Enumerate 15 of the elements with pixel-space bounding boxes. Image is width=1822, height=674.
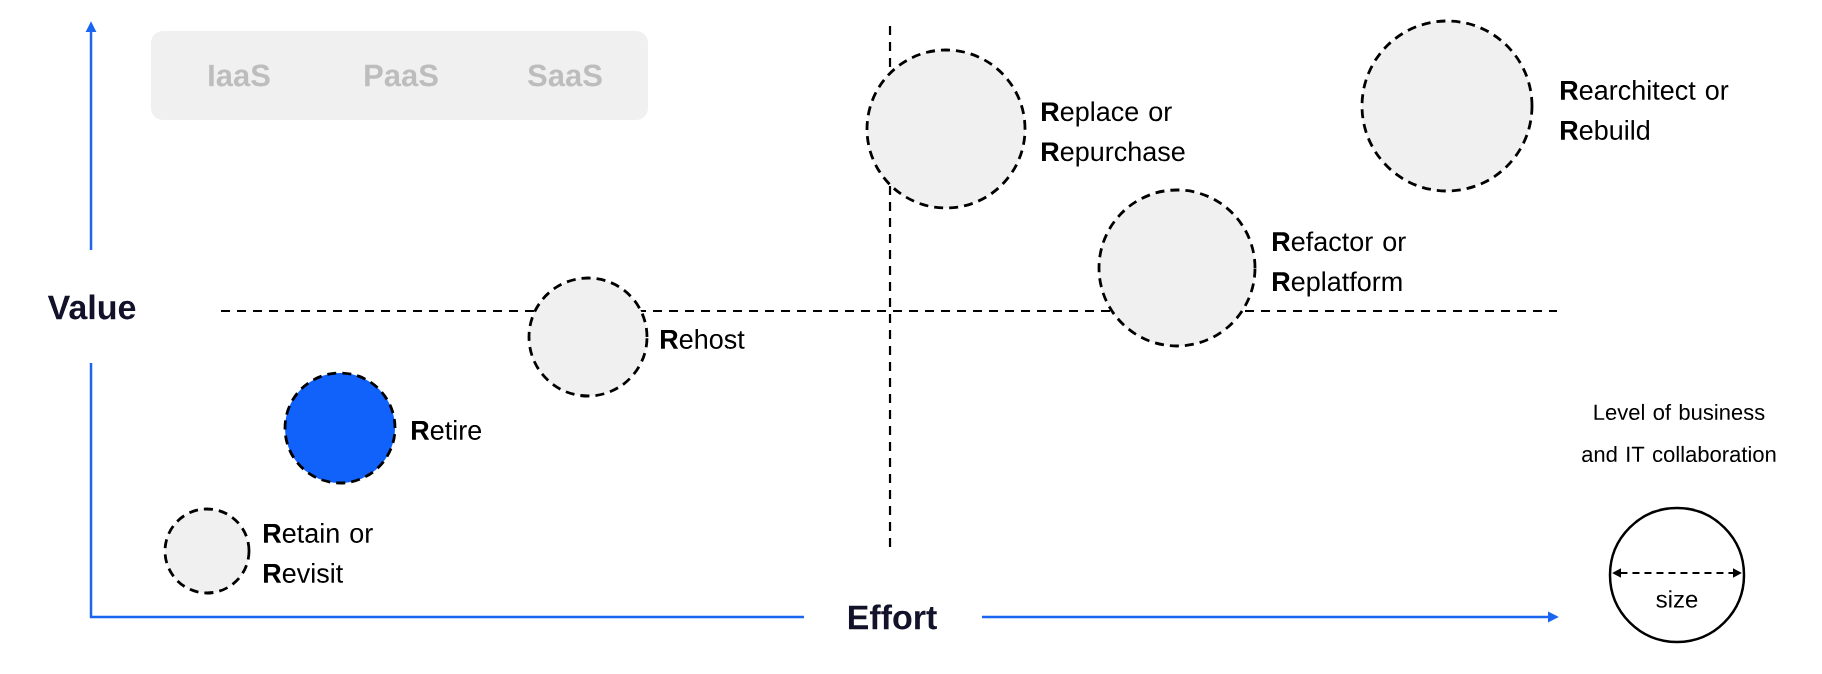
bubble-label: Retire [412,420,482,440]
bubble-label: Refactor or Replatform [1273,231,1406,297]
axis-label: Value [47,294,136,320]
bubble [527,276,649,398]
axis-label: Effort [848,604,937,630]
bubble-label: Rehost [661,329,745,349]
bubble [865,48,1027,210]
bubble [1360,19,1534,193]
bubble [1097,188,1257,348]
bubble-label: Rearchitect or Rebuild [1561,80,1729,140]
bubble [283,371,397,485]
bubble-label: Replace or Repurchase [1042,101,1185,167]
bubble [163,507,251,595]
bubble-label: Retain or Revisit [264,523,373,583]
legend-title: Level of business and IT collaboration [1582,403,1776,463]
